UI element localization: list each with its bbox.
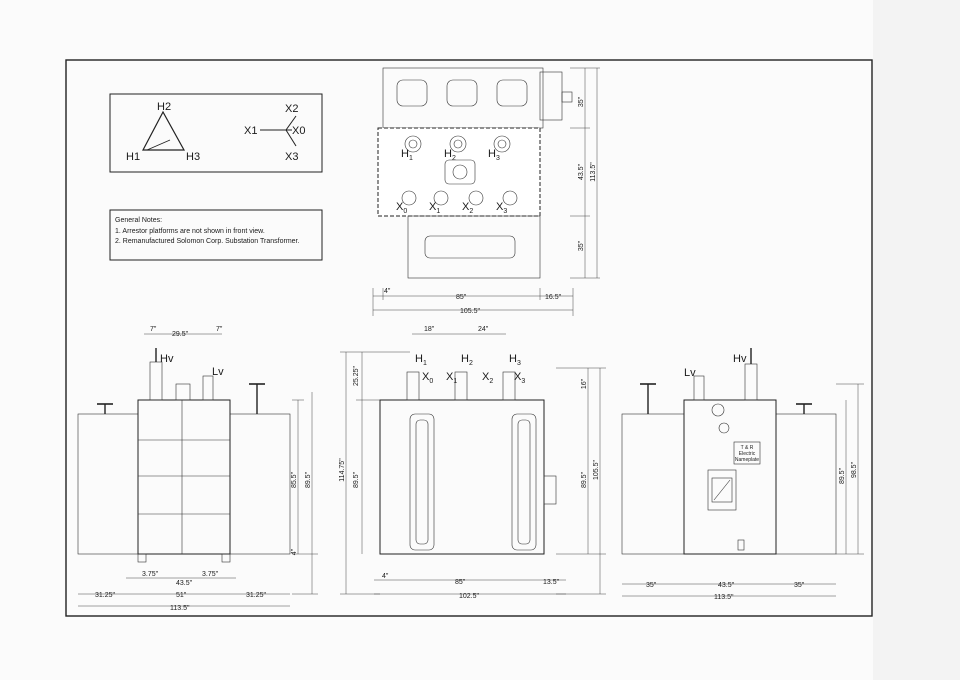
front-x1-label: X1	[446, 371, 457, 385]
left-side-view: Hv Lv 7" 29.5" 7" 85.5" 89.5" 4" 3.75" 4…	[77, 326, 318, 612]
right-dim-base-c: 35"	[794, 582, 805, 589]
front-dim-top-a: 18"	[424, 326, 435, 333]
right-dim-base-b: 43.5"	[718, 582, 735, 589]
left-dim-h-base: 4"	[291, 548, 298, 555]
wye-symbol	[260, 115, 297, 147]
top-dim-side-bot: 35"	[578, 240, 585, 251]
nameplate-line-3: Nameplate	[735, 457, 759, 463]
wye-x3-label: X3	[285, 151, 298, 163]
vector-group-box: H2 H1 H3 X2 X1 X0 X3	[109, 93, 323, 173]
nameplate	[733, 441, 761, 465]
top-h1-label: H1	[401, 148, 413, 162]
left-dim-base-b: 43.5"	[176, 580, 193, 587]
top-dim-side-mid: 43.5"	[578, 163, 585, 180]
front-x0-label: X0	[422, 371, 433, 385]
top-dim-overall: 113.5"	[590, 162, 597, 182]
front-x2-label: X2	[482, 371, 493, 385]
front-h3-label: H3	[509, 353, 521, 367]
top-dim-middle: 85"	[456, 294, 467, 301]
left-hv-label: Hv	[160, 353, 174, 365]
left-dim-overall: 113.5"	[170, 605, 190, 612]
wye-x1-label: X1	[244, 125, 257, 137]
front-h1-label: H1	[415, 353, 427, 367]
front-dim-left-b: 114.75"	[339, 458, 346, 482]
top-x1-label: X1	[429, 201, 440, 215]
top-x3-label: X3	[496, 201, 507, 215]
front-dim-base-a: 4"	[382, 573, 389, 580]
left-dim-h-outer: 89.5"	[305, 471, 312, 488]
right-lv-label: Lv	[684, 367, 696, 379]
right-hv-label: Hv	[733, 353, 747, 365]
top-x2-label: X2	[462, 201, 473, 215]
top-h3-label: H3	[488, 148, 500, 162]
delta-symbol	[142, 110, 186, 151]
wye-x2-label: X2	[285, 103, 298, 115]
top-dim-total: 105.5"	[460, 308, 481, 315]
drawing-border	[65, 59, 873, 617]
right-dim-base-a: 35"	[646, 582, 657, 589]
front-x3-label: X3	[514, 371, 525, 385]
left-dim-top-a: 7"	[150, 326, 157, 333]
nameplate-line-2: Electric	[739, 451, 756, 457]
right-side-view: T & R Electric Nameplate Hv Lv 89.5" 98.…	[621, 348, 864, 601]
delta-h2-label: H2	[157, 101, 171, 113]
left-lv-label: Lv	[212, 366, 224, 378]
front-dim-left-a: 25.25"	[353, 365, 360, 386]
front-dim-right-b: 89.5"	[581, 471, 588, 488]
right-dim-h-b: 98.5"	[851, 461, 858, 478]
viewer-side-panel	[873, 0, 960, 680]
top-dim-right: 16.5"	[545, 294, 562, 301]
top-h2-label: H2	[444, 148, 456, 162]
left-dim-top-b: 29.5"	[172, 331, 189, 338]
drawing-sheet: H2 H1 H3 X2 X1 X0 X3 General Notes: 1. A…	[65, 59, 873, 617]
front-h2-label: H2	[461, 353, 473, 367]
left-dim-h-inner: 85.5"	[291, 471, 298, 488]
note-1: 1. Arrestor platforms are not shown in f…	[115, 228, 265, 235]
left-dim-row2-c: 31.25"	[246, 592, 267, 599]
front-dim-right-a: 16"	[581, 378, 588, 389]
top-dim-side-top: 35"	[578, 96, 585, 107]
right-dim-h-a: 89.5"	[839, 467, 846, 484]
notes-title: General Notes:	[115, 217, 162, 224]
top-dim-left: 4"	[384, 288, 391, 295]
front-view: H1 H2 H3 X0 X1 X2 X3 18" 24" 25.25" 114.…	[339, 326, 606, 600]
front-dim-left-c: 89.5"	[353, 471, 360, 488]
left-dim-top-c: 7"	[216, 326, 223, 333]
front-dim-base-b: 85"	[455, 579, 466, 586]
front-dim-base-c: 13.5"	[543, 579, 560, 586]
front-dim-overall: 102.5"	[459, 593, 480, 600]
delta-h3-label: H3	[186, 151, 200, 163]
front-dim-right-c: 105.5"	[593, 459, 600, 480]
note-2: 2. Remanufactured Solomon Corp. Substati…	[115, 238, 299, 245]
wye-x0-label: X0	[292, 125, 305, 137]
left-dim-row2-b: 51"	[176, 592, 187, 599]
left-dim-base-a: 3.75"	[142, 571, 159, 578]
delta-h1-label: H1	[126, 151, 140, 163]
general-notes: General Notes: 1. Arrestor platforms are…	[109, 209, 323, 261]
front-dim-top-b: 24"	[478, 326, 489, 333]
transformer-drawing: H2 H1 H3 X2 X1 X0 X3 General Notes: 1. A…	[65, 59, 873, 617]
nameplate-line-1: T & R	[741, 445, 754, 451]
top-x0-label: X0	[396, 201, 407, 215]
left-dim-row2-a: 31.25"	[95, 592, 116, 599]
right-dim-overall: 113.5"	[714, 594, 734, 601]
top-view: H1 H2 H3 X0 X1 X2 X3 35" 43.5" 35" 113.5…	[372, 67, 600, 316]
left-dim-base-c: 3.75"	[202, 571, 219, 578]
